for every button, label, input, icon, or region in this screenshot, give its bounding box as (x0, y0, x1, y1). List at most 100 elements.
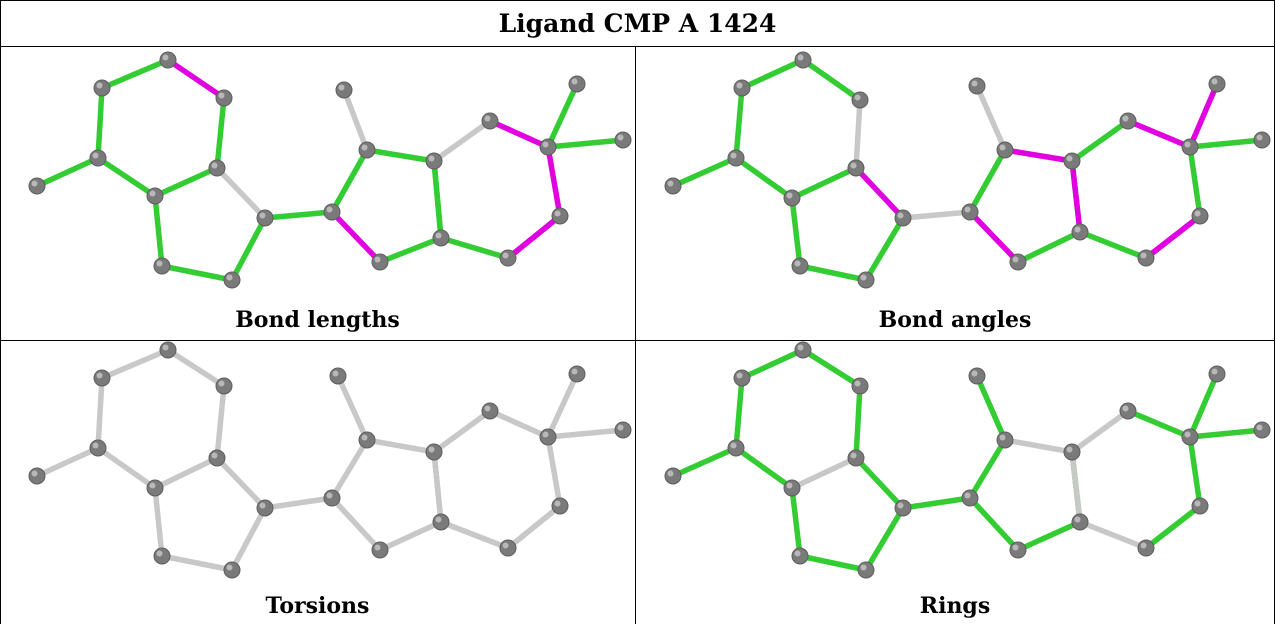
atom-highlight (428, 446, 435, 453)
bond (99, 57, 171, 91)
atom-highlight (786, 192, 793, 199)
atoms (28, 341, 632, 579)
atom (1181, 428, 1199, 446)
atom-highlight (571, 368, 578, 375)
bond (431, 118, 493, 164)
bond (34, 155, 101, 189)
bond (545, 81, 580, 150)
bond (229, 505, 268, 573)
atom-highlight (1194, 500, 1201, 507)
bond (967, 147, 1008, 215)
atom-highlight (326, 492, 333, 499)
atom-highlight (1184, 431, 1191, 438)
bond (99, 347, 171, 381)
atom-highlight (1122, 405, 1129, 412)
atom-highlight (554, 210, 561, 217)
bond (438, 235, 511, 261)
atom-highlight (338, 84, 345, 91)
bond (487, 118, 551, 150)
atom-highlight (854, 380, 861, 387)
bond (853, 165, 906, 221)
atom-highlight (374, 256, 381, 263)
bond (733, 445, 795, 491)
atom-highlight (554, 500, 561, 507)
bond (152, 165, 220, 199)
bond (789, 455, 859, 491)
bond (364, 437, 437, 455)
bond-lengths-caption: Bond lengths (235, 307, 400, 333)
atom-highlight (794, 260, 801, 267)
atom-highlight (850, 452, 857, 459)
bond (1069, 449, 1083, 525)
bond (152, 455, 220, 491)
border-left (0, 0, 1, 624)
atom-highlight (361, 434, 368, 441)
bond (1069, 408, 1131, 455)
border-top (0, 0, 1275, 1)
atom-highlight (854, 94, 861, 101)
atom-highlight (226, 274, 233, 281)
atom-highlight (259, 502, 266, 509)
atom-highlight (797, 344, 804, 351)
atom-highlight (1074, 226, 1081, 233)
atom-highlight (435, 516, 442, 523)
atom (1137, 539, 1155, 557)
atom-highlight (218, 380, 225, 387)
bond (165, 57, 227, 101)
atom-highlight (667, 470, 674, 477)
bond (1015, 229, 1083, 265)
atom (733, 369, 751, 387)
atom (794, 341, 812, 359)
bond (1187, 434, 1203, 509)
atom-highlight (92, 442, 99, 449)
bond (159, 263, 235, 283)
bonds (34, 347, 626, 573)
atom-highlight (1074, 516, 1081, 523)
atom-highlight (797, 54, 804, 61)
bond (505, 213, 563, 261)
atom (857, 561, 875, 579)
bond (789, 485, 803, 559)
bond (262, 495, 335, 511)
bond (95, 445, 158, 491)
atom-highlight (96, 372, 103, 379)
atom-highlight (156, 260, 163, 267)
bond (159, 553, 235, 573)
bond (341, 87, 370, 153)
bond (165, 347, 227, 389)
atom (961, 489, 979, 507)
atom (1253, 421, 1271, 439)
bond (438, 519, 511, 551)
atom-highlight (1140, 252, 1147, 259)
bond (364, 147, 437, 164)
bond (152, 193, 165, 269)
atom-highlight (542, 141, 549, 148)
atom-highlight (326, 206, 333, 213)
atom (727, 439, 745, 457)
bond (95, 85, 105, 161)
atom-highlight (31, 470, 38, 477)
atom (968, 367, 986, 385)
atom-highlight (259, 212, 266, 219)
atom-highlight (92, 152, 99, 159)
atoms (664, 51, 1271, 289)
bond (967, 209, 1021, 265)
bond (329, 209, 383, 265)
bond-angles-panel (664, 51, 1271, 289)
bond (505, 503, 563, 551)
bond (431, 449, 444, 525)
atom (1071, 513, 1089, 531)
bond (797, 263, 869, 283)
atom-highlight (435, 232, 442, 239)
atom-highlight (162, 344, 169, 351)
atom-highlight (156, 550, 163, 557)
atom-highlight (1012, 256, 1019, 263)
bond (800, 57, 863, 103)
bond (1002, 437, 1075, 455)
atom-highlight (332, 370, 339, 377)
bond (1069, 158, 1083, 235)
bond (739, 57, 806, 91)
bond (262, 209, 335, 221)
bond (214, 165, 268, 221)
atom (996, 431, 1014, 449)
